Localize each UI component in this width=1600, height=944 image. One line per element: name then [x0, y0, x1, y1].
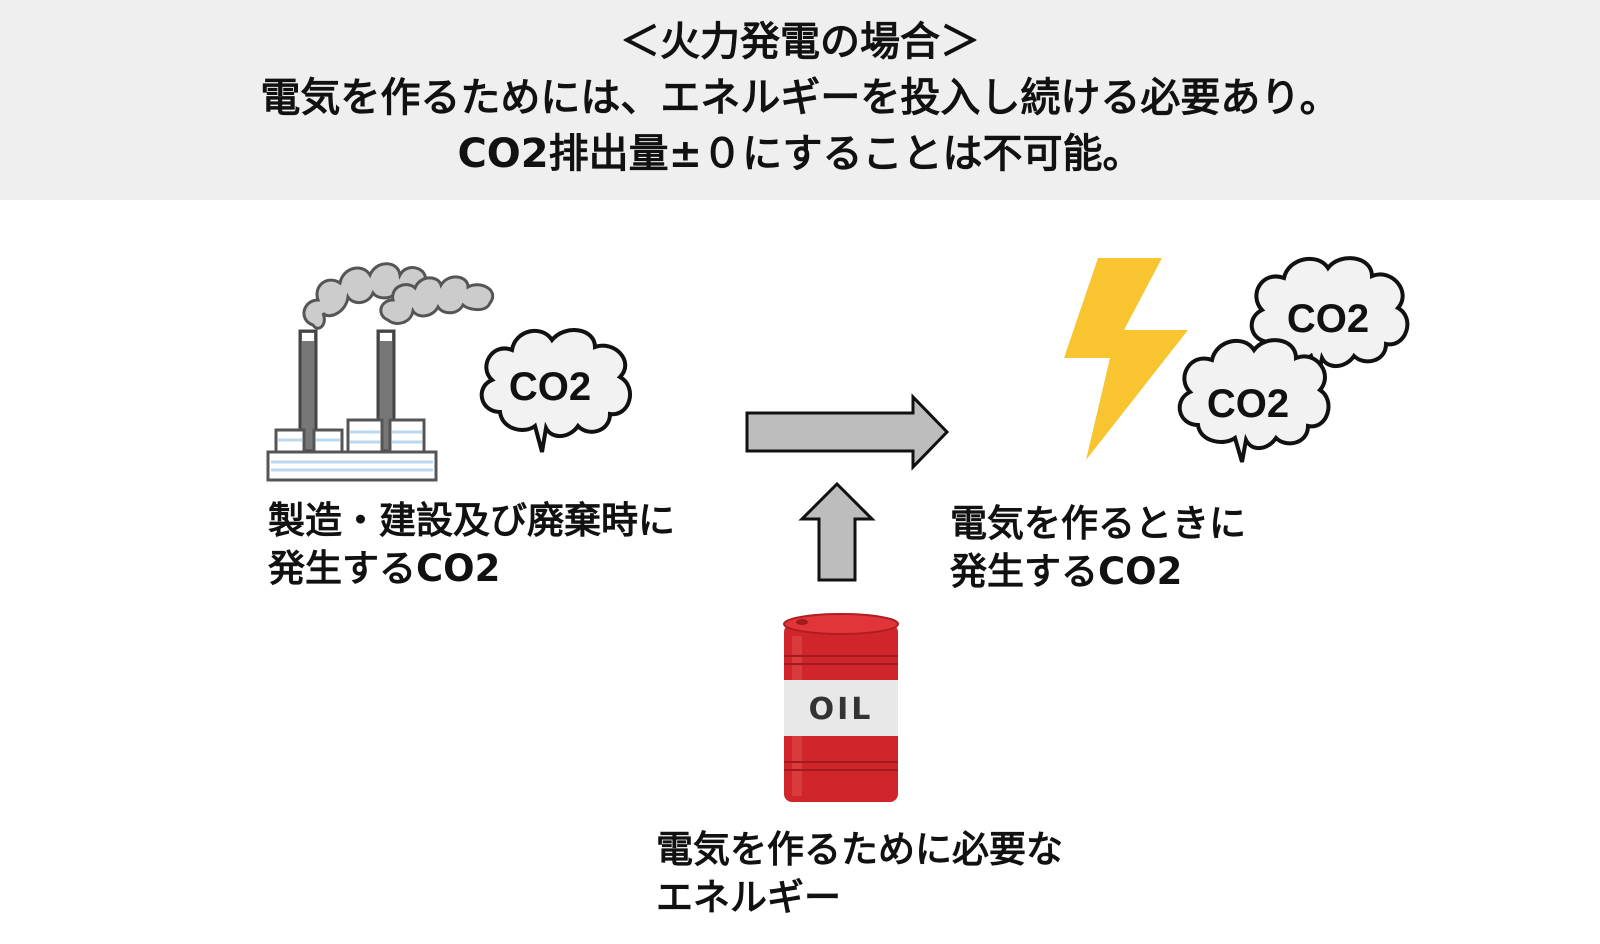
header-line-2: 電気を作るためには、エネルギーを投入し続ける必要あり。: [260, 75, 1340, 121]
barrel-label: OIL: [809, 692, 874, 727]
header-banner: ＜火力発電の場合＞ 電気を作るためには、エネルギーを投入し続ける必要あり。 CO…: [0, 0, 1600, 200]
co2-cloud-left: CO2: [479, 328, 632, 453]
lightning-icon: [1064, 258, 1188, 460]
header-line-3: CO2排出量±０にすることは不可能。: [457, 131, 1143, 177]
header-title: ＜火力発電の場合＞: [620, 19, 980, 65]
caption-right-line2: 発生するCO2: [950, 550, 1183, 593]
caption-left-line2: 発生するCO2: [268, 547, 501, 590]
caption-left-line1: 製造・建設及び廃棄時に: [268, 499, 675, 542]
caption-bottom: 電気を作るために必要な エネルギー: [656, 826, 1063, 922]
factory-icon: [266, 262, 494, 482]
caption-left: 製造・建設及び廃棄時に 発生するCO2: [268, 497, 675, 593]
caption-right: 電気を作るときに 発生するCO2: [950, 500, 1246, 596]
caption-right-line1: 電気を作るときに: [950, 502, 1246, 545]
co2-cloud-right-front-label: CO2: [1207, 382, 1289, 426]
co2-cloud-right-front: CO2: [1177, 338, 1331, 463]
caption-bottom-line1: 電気を作るために必要な: [656, 828, 1063, 871]
oil-barrel-icon: OIL: [783, 613, 899, 802]
arrow-up-icon: [798, 481, 876, 582]
smoke-cloud-right: [379, 275, 494, 325]
caption-bottom-line2: エネルギー: [656, 876, 841, 919]
co2-cloud-right-back-label: CO2: [1287, 297, 1369, 341]
arrow-right-icon: [745, 393, 950, 471]
co2-cloud-left-label: CO2: [509, 365, 591, 409]
